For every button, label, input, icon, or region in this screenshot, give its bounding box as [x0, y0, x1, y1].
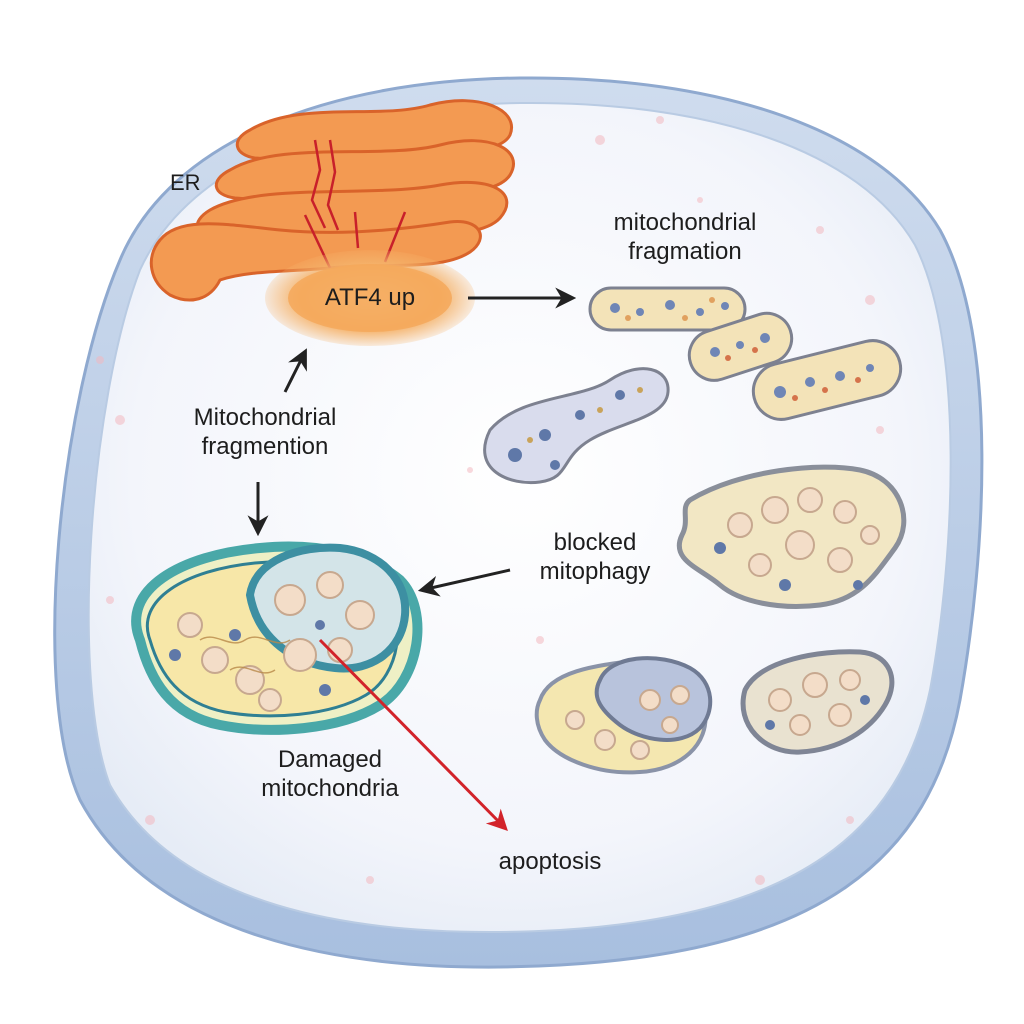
label-line: blocked: [553, 529, 637, 556]
label-line: Damaged: [277, 746, 383, 773]
label-line: fragmation: [628, 238, 742, 266]
label-line: Mitochondrial: [193, 404, 337, 431]
mito-fragment: [588, 286, 747, 332]
label-line: mitochondria: [261, 775, 399, 803]
mito-fragment: [687, 311, 794, 382]
fragmented-mitochondria-group: [483, 286, 903, 485]
label-line: fragmention: [201, 433, 329, 461]
arrows: [247, 287, 577, 831]
damaged-mitochondrion-left: [131, 541, 423, 735]
damaged-mitochondria-label: Damaged mitochondria: [225, 745, 435, 804]
cytoplasm-speckles: [96, 116, 884, 885]
blocked-mitophagy-label: blocked mitophagy: [500, 528, 690, 587]
arrow-fragmentation-to-atf4: [283, 348, 307, 393]
mito-fragment: [483, 367, 670, 485]
label-line: mitochondrial: [613, 209, 757, 236]
mitochondrial-fragmention-label: Mitochondrial fragmention: [150, 403, 380, 462]
apoptosis-label: apoptosis: [498, 848, 602, 875]
er-label: ER: [170, 170, 201, 195]
damaged-mitochondrion-bottom-right: [740, 649, 895, 755]
damaged-mitochondrion-right: [676, 464, 907, 609]
engulfed-mitochondrion-bottom: [534, 656, 713, 775]
er-organelle: [149, 99, 515, 302]
arrow-damaged-to-apoptosis: [318, 638, 508, 831]
mito-fragment: [751, 339, 903, 421]
arrow-blocked-mitophagy: [417, 568, 511, 597]
atf4-label: ATF4 up: [324, 284, 416, 311]
mitochondrial-fragmation-label: mitochondrial fragmation: [555, 208, 815, 267]
label-line: mitophagy: [539, 558, 651, 586]
